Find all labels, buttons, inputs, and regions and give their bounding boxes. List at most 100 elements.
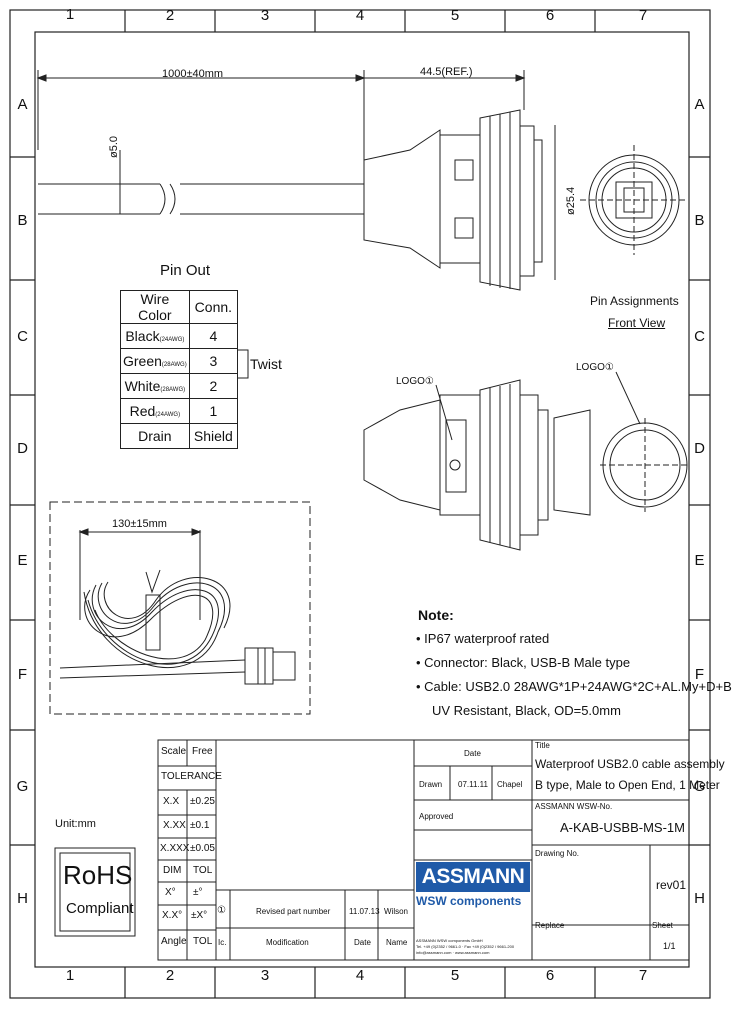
zone-row-e: E <box>17 552 28 569</box>
rev-value: rev01 <box>656 878 687 892</box>
tol-row: Angle <box>161 936 187 947</box>
title-line2: B type, Male to Open End, 1 Meter <box>535 778 720 792</box>
fineprint-1: ASSMANN WSW components GmbH <box>416 938 483 943</box>
part-label: ASSMANN WSW-No. <box>535 802 613 811</box>
title-label: Title <box>535 741 550 750</box>
zone-col-6: 6 <box>545 7 555 24</box>
tol-row: ±0.25 <box>190 796 215 807</box>
title-line1: Waterproof USB2.0 cable assembly <box>535 757 725 771</box>
rev-name: Wilson <box>384 907 409 916</box>
pinout-header-color: Wire Color <box>120 290 190 324</box>
zone-row-c-right: C <box>694 328 705 345</box>
drawn-by: Chapel <box>497 780 523 789</box>
front-view-line2: Front View <box>608 316 666 330</box>
mod-name-label: Name <box>386 938 408 947</box>
pinout-row-conn: 1 <box>188 398 239 424</box>
zone-col-1: 1 <box>65 6 75 23</box>
zone-col-1-bottom: 1 <box>65 967 75 984</box>
note-item: • IP67 waterproof rated <box>416 631 550 646</box>
zone-col-7-bottom: 7 <box>638 967 648 984</box>
idx-label: Ic. <box>218 938 227 947</box>
fineprint-2: Tel. +49 (0)2352 / 9661-0 · Fax +49 (0)2… <box>416 944 515 949</box>
zone-col-2-bottom: 2 <box>165 967 175 984</box>
pinout-table: Wire Color Conn. Black(24AWG) 4 Green(28… <box>120 290 239 449</box>
zone-row-b-right: B <box>694 212 705 229</box>
zone-col-5: 5 <box>450 7 460 24</box>
mod-date-label: Date <box>354 938 371 947</box>
note-item: • Cable: USB2.0 28AWG*1P+24AWG*2C+AL.My+… <box>416 679 732 694</box>
dim-connector-length: 44.5(REF.) <box>420 66 473 78</box>
tol-row: ±0.05 <box>190 843 215 854</box>
fineprint-3: info@assmann.com · www.assmann.com <box>416 950 490 955</box>
tol-row: ±X° <box>191 910 208 921</box>
zone-row-a-right: A <box>694 96 705 113</box>
pinout-row-conn: 3 <box>188 348 239 374</box>
pinout-row-color: Drain <box>120 423 190 449</box>
logo-label-right: LOGO① <box>576 362 614 373</box>
company-logo-bottom: WSW components <box>416 894 522 908</box>
zone-col-7: 7 <box>638 7 648 24</box>
twist-label: Twist <box>250 356 282 372</box>
zone-col-4: 4 <box>355 7 365 24</box>
tol-row: DIM <box>163 865 182 876</box>
zone-row-d-right: D <box>694 440 705 457</box>
zone-row-g-right: G <box>693 778 706 795</box>
date-label: Date <box>464 749 481 758</box>
dim-coil-length: 130±15mm <box>112 518 167 530</box>
zone-row-c: C <box>17 328 28 345</box>
logo-label-left: LOGO① <box>396 376 434 387</box>
tol-row: X.X <box>163 796 180 807</box>
zone-row-f-right: F <box>694 666 705 683</box>
tol-row: X.X° <box>162 910 183 921</box>
zone-row-a: A <box>17 96 28 113</box>
mod-label: Modification <box>266 938 309 947</box>
tolerance-label: TOLERANCE <box>161 771 222 782</box>
drawn-label: Drawn <box>419 780 443 789</box>
zone-col-2: 2 <box>165 7 175 24</box>
rev-date: 11.07.13 <box>349 907 380 916</box>
tol-row: TOL <box>193 865 213 876</box>
zone-row-d: D <box>17 440 28 457</box>
pinout-row-color: Red(24AWG) <box>120 398 190 424</box>
pinout-row-conn: 4 <box>188 323 239 349</box>
zone-row-g: G <box>16 778 29 795</box>
rohs-small: Compliant <box>66 900 134 917</box>
tol-row: X° <box>165 887 176 898</box>
scale-label: Scale <box>161 746 187 757</box>
pinout-title: Pin Out <box>160 262 211 279</box>
zone-row-b: B <box>17 212 28 229</box>
dim-cable-length: 1000±40mm <box>162 68 224 80</box>
rohs-big: RoHS <box>63 860 133 890</box>
sheet-value: 1/1 <box>663 941 676 951</box>
drawing-label: Drawing No. <box>535 849 580 858</box>
pinout-row-color: Black(24AWG) <box>120 323 190 349</box>
pinout-row-conn: 2 <box>188 373 239 399</box>
zone-col-5-bottom: 5 <box>450 967 460 984</box>
tol-row: X.XXX <box>160 843 190 854</box>
zone-col-4-bottom: 4 <box>355 967 365 984</box>
pinout-row-conn: Shield <box>188 423 239 449</box>
zone-row-f: F <box>17 666 28 683</box>
zone-row-h-right: H <box>694 890 705 907</box>
rev-text: Revised part number <box>256 907 331 916</box>
tol-row: ±0.1 <box>190 820 210 831</box>
tol-row: TOL <box>193 936 213 947</box>
scale-value: Free <box>192 746 213 757</box>
dim-face-od: ø25.4 <box>565 186 577 215</box>
zone-col-6-bottom: 6 <box>545 967 555 984</box>
sheet-label: Sheet <box>652 921 673 930</box>
note-item: UV Resistant, Black, OD=5.0mm <box>432 703 621 718</box>
pinout-row-color: Green(28AWG) <box>120 348 190 374</box>
company-logo-top: ASSMANN <box>416 862 530 892</box>
dim-cable-od: ø5.0 <box>108 135 120 158</box>
rev-mark: ① <box>217 905 226 916</box>
approved-label: Approved <box>419 812 454 821</box>
zone-col-3-bottom: 3 <box>260 967 270 984</box>
drawn-date: 07.11.11 <box>458 780 488 789</box>
note-item: • Connector: Black, USB-B Male type <box>416 655 631 670</box>
front-view-line1: Pin Assignments <box>590 294 679 308</box>
pinout-header-conn: Conn. <box>188 290 239 324</box>
zone-row-h: H <box>17 890 28 907</box>
zone-row-e-right: E <box>694 552 705 569</box>
